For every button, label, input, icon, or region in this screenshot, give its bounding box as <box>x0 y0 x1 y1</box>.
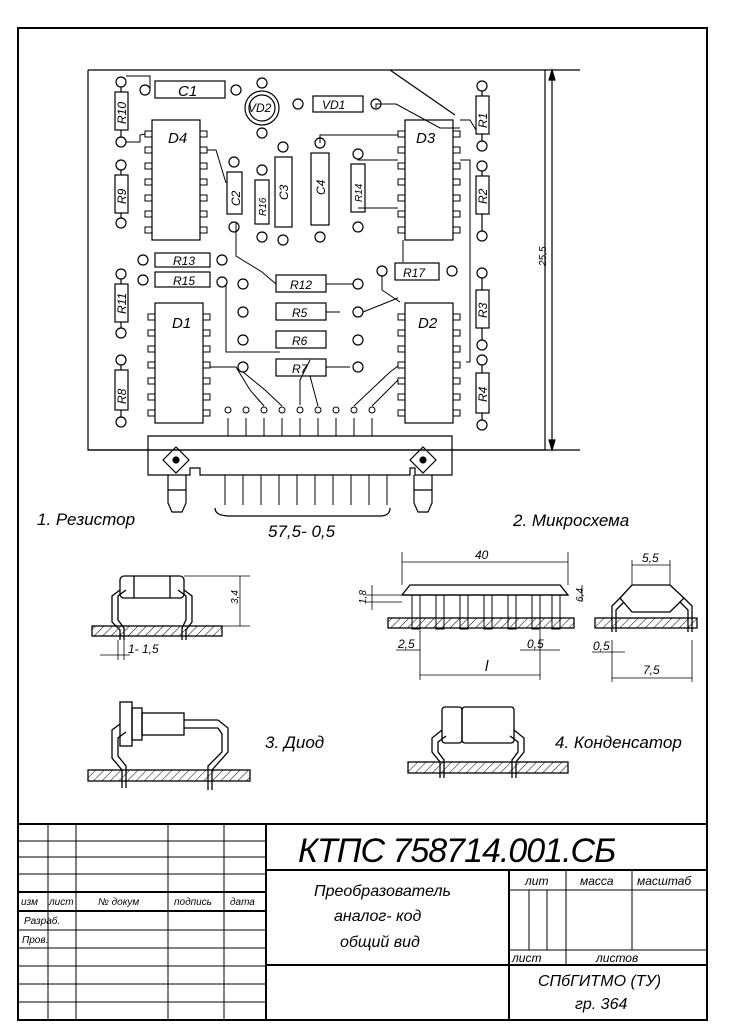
caption-chip: 2. Микросхема <box>512 511 629 530</box>
resistor-R8 <box>114 354 129 428</box>
dim-chip-span: l <box>485 658 489 675</box>
row-developer: Разраб. <box>24 915 60 927</box>
lit-label: лит <box>524 874 548 888</box>
resistor-R10 <box>114 76 129 148</box>
label-R2: R2 <box>476 188 490 204</box>
resistor-R13 <box>137 252 228 268</box>
label-D4: D4 <box>168 130 187 147</box>
caption-diode: 3. Диод <box>265 733 324 752</box>
dim-chip-thickness: 6,4 <box>575 588 586 602</box>
label-R17: R17 <box>403 266 426 280</box>
label-C2: C2 <box>229 190 243 206</box>
label-R3: R3 <box>476 302 490 318</box>
row-checked: Пров. <box>22 935 48 946</box>
label-R15: R15 <box>173 274 195 288</box>
scale-label: масштаб <box>637 874 692 888</box>
dim-side-top: 5,5 <box>642 551 659 565</box>
diode-detail <box>87 701 251 790</box>
doc-name-line-3: общий вид <box>340 934 420 951</box>
resistor-R15 <box>137 271 228 288</box>
dim-chip-length: 40 <box>475 548 489 562</box>
resistor-R11 <box>114 268 129 339</box>
sheets-label: листов <box>595 951 638 965</box>
resistor-R3 <box>475 267 490 351</box>
resistor-R16 <box>254 164 270 243</box>
title-block <box>18 823 707 1020</box>
caption-resistor: 1. Резистор <box>37 510 135 529</box>
label-R4: R4 <box>476 386 490 402</box>
resistor-R6 <box>237 330 364 349</box>
connector-body <box>147 435 453 476</box>
capacitor-C4 <box>310 137 330 243</box>
label-R9: R9 <box>115 188 129 204</box>
label-R1: R1 <box>476 113 490 128</box>
board-outline <box>87 69 580 451</box>
org-name: СПбГИТМО (ТУ) <box>538 973 661 990</box>
capacitor-C3 <box>274 141 293 246</box>
chip-D3 <box>397 119 461 241</box>
group-number: гр. 364 <box>575 996 627 1013</box>
label-R14: R14 <box>354 183 365 202</box>
resistor-R1 <box>475 80 490 152</box>
label-C3: C3 <box>277 184 291 200</box>
label-D3: D3 <box>416 130 436 147</box>
dim-resistor-lead: 1- 1,5 <box>128 642 159 656</box>
label-C1: C1 <box>178 83 197 100</box>
caption-capacitor: 4. Конденсатор <box>555 733 682 752</box>
component-labels: C1 VD2 VD1 R10 R1 D4 D3 C2 R16 C3 C4 R14… <box>115 83 549 541</box>
label-R6: R6 <box>292 334 308 348</box>
label-VD2: VD2 <box>248 101 272 115</box>
label-R12: R12 <box>290 278 312 292</box>
label-R16: R16 <box>258 197 269 216</box>
resistor-R9 <box>114 159 129 229</box>
label-R11: R11 <box>115 293 129 314</box>
pcb-assembly <box>87 67 580 517</box>
mass-label: масса <box>580 874 614 888</box>
dim-connector-width: 57,5- 0,5 <box>268 522 336 541</box>
label-R8: R8 <box>115 388 129 404</box>
label-D1: D1 <box>172 315 191 332</box>
label-R13: R13 <box>173 254 195 268</box>
capacitor-C2 <box>226 156 243 233</box>
header-list: лист <box>48 897 74 908</box>
chip-D2 <box>397 302 461 424</box>
chip-detail-side <box>592 560 698 682</box>
header-date: дата <box>230 897 255 908</box>
sheet-label: лист <box>511 951 541 965</box>
dim-chip-height: 1,8 <box>358 590 369 604</box>
label-R10: R10 <box>115 102 129 124</box>
sheet-frame <box>17 27 708 1021</box>
resistor-detail <box>91 575 250 660</box>
label-R7: R7 <box>292 362 309 376</box>
dim-chip-pitch: 2,5 <box>397 637 415 651</box>
label-D2: D2 <box>418 315 438 332</box>
chip-detail-front <box>366 552 583 680</box>
header-signature: подпись <box>174 897 212 908</box>
label-C4: C4 <box>314 179 328 195</box>
label-VD1: VD1 <box>322 98 345 112</box>
header-izm: изм <box>21 897 38 908</box>
dim-chip-pad: 0,5 <box>527 637 544 651</box>
diode-VD2 <box>244 77 280 139</box>
doc-name-line-2: аналог- код <box>334 908 421 925</box>
chip-D1 <box>147 302 211 424</box>
dim-side-width: 7,5 <box>643 663 660 677</box>
resistor-R2 <box>475 160 490 242</box>
dim-side-gap: 0,5 <box>593 639 610 653</box>
designation: КТПС 758714.001.СБ <box>298 832 615 870</box>
header-doc-num: № докум <box>98 897 139 908</box>
capacitor-detail <box>407 706 569 778</box>
dim-resistor-height: 3,4 <box>230 590 241 604</box>
doc-name-line-1: Преобразователь <box>314 883 451 900</box>
label-R5: R5 <box>292 306 308 320</box>
resistor-R4 <box>475 354 490 431</box>
dim-board-height: 25,5 <box>538 246 549 267</box>
